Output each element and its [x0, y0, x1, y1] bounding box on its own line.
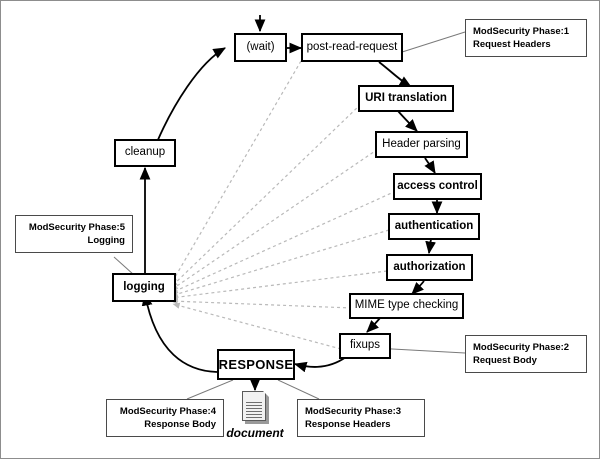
node-authorization-label: authorization: [393, 260, 466, 273]
annotation-phase5-line2: Logging: [87, 234, 125, 246]
node-header-parsing[interactable]: Header parsing: [375, 131, 468, 158]
annotation-phase2-line1: ModSecurity Phase:2: [473, 342, 570, 353]
node-header-parsing-label: Header parsing: [382, 137, 461, 150]
node-response[interactable]: RESPONSE: [217, 349, 295, 380]
node-cleanup[interactable]: cleanup: [114, 139, 176, 167]
node-response-label: RESPONSE: [218, 357, 294, 372]
annotation-phase4: ModSecurity Phase:4 Response Body: [106, 399, 224, 437]
document-icon-fold: [261, 390, 270, 398]
node-authentication-label: authentication: [394, 219, 474, 232]
node-mime-type-checking[interactable]: MIME type checking: [349, 293, 464, 319]
document-node: document: [219, 390, 291, 440]
node-wait-label: (wait): [246, 40, 275, 53]
annotation-phase5: ModSecurity Phase:5 Logging: [15, 215, 133, 253]
annotation-phase3-line2: Response Headers: [305, 418, 391, 430]
annotation-phase4-line1: ModSecurity Phase:4: [119, 406, 216, 417]
node-uri-translation[interactable]: URI translation: [358, 85, 454, 112]
node-mime-type-checking-label: MIME type checking: [354, 299, 459, 312]
node-authentication[interactable]: authentication: [388, 213, 480, 240]
annotation-phase4-line2: Response Body: [144, 418, 216, 430]
node-wait[interactable]: (wait): [234, 33, 287, 62]
annotation-phase1: ModSecurity Phase:1 Request Headers: [465, 19, 587, 57]
node-authorization[interactable]: authorization: [386, 254, 473, 281]
node-access-control-label: access control: [397, 179, 478, 192]
document-caption: document: [226, 426, 284, 440]
annotation-phase5-line1: ModSecurity Phase:5: [28, 222, 125, 233]
node-uri-translation-label: URI translation: [365, 91, 447, 104]
node-cleanup-label: cleanup: [124, 146, 166, 159]
document-icon-lines: [245, 402, 262, 420]
edge-group-logging-dashed: [170, 60, 397, 350]
node-post-read-request-label: post-read-request: [306, 40, 398, 53]
node-post-read-request[interactable]: post-read-request: [301, 33, 403, 62]
annotation-phase1-line1: ModSecurity Phase:1: [473, 26, 570, 37]
document-icon: [241, 390, 270, 424]
node-fixups[interactable]: fixups: [339, 333, 391, 359]
edge-group-main: [139, 15, 443, 373]
annotation-phase2-line2: Request Body: [473, 354, 537, 366]
annotation-phase3-line1: ModSecurity Phase:3: [305, 406, 402, 417]
node-logging[interactable]: logging: [112, 273, 176, 302]
annotation-phase3: ModSecurity Phase:3 Response Headers: [297, 399, 425, 437]
annotation-phase2: ModSecurity Phase:2 Request Body: [465, 335, 587, 373]
node-access-control[interactable]: access control: [393, 173, 482, 200]
annotation-phase1-line2: Request Headers: [473, 38, 551, 50]
node-logging-label: logging: [123, 280, 165, 293]
node-fixups-label: fixups: [349, 339, 381, 352]
